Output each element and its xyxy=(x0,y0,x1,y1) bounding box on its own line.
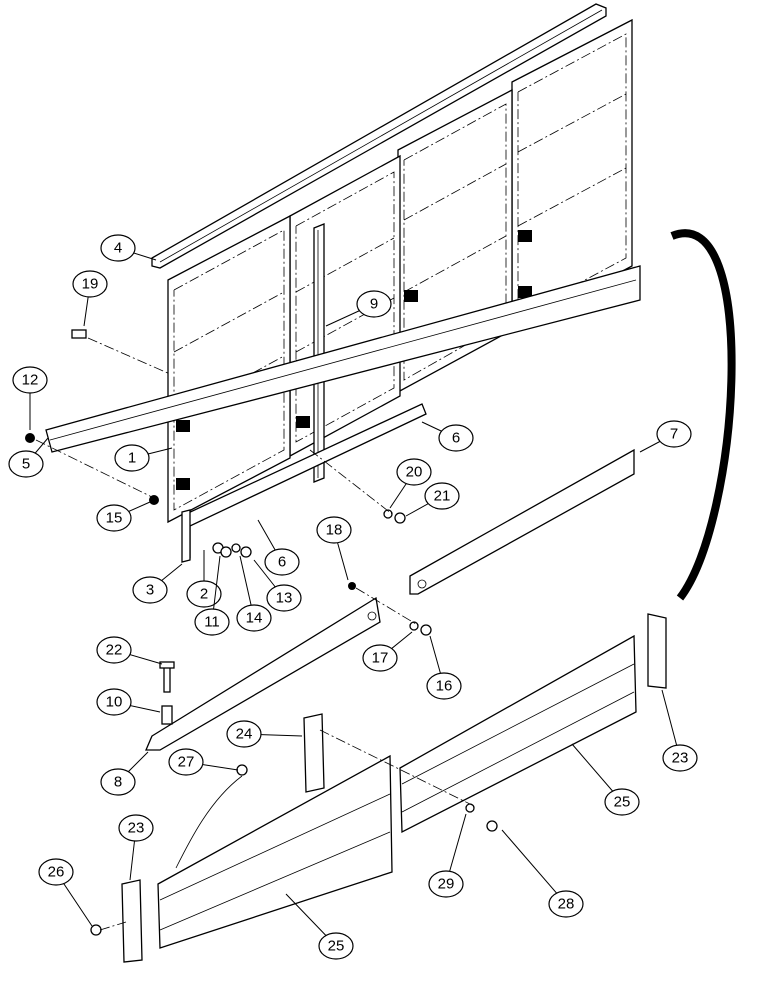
callout-label-24: 24 xyxy=(236,726,253,743)
callout-bubble-5 xyxy=(8,450,44,478)
callout-bubble-18 xyxy=(316,516,352,544)
callout-label-6: 6 xyxy=(278,554,286,571)
callout-label-26: 26 xyxy=(48,864,65,881)
callout-bubble-14 xyxy=(236,604,272,632)
spacer-and-bolt xyxy=(159,661,175,725)
callout-label-15: 15 xyxy=(106,510,123,527)
callout-bubble-15 xyxy=(96,504,132,532)
callout-leader-28 xyxy=(501,829,567,905)
end-plate-left xyxy=(121,879,143,963)
callout-label-18: 18 xyxy=(326,522,343,539)
callout-label-4: 4 xyxy=(114,240,122,257)
callout-label-2: 2 xyxy=(200,586,208,603)
callout-bubble-10 xyxy=(96,688,132,716)
callout-label-17: 17 xyxy=(372,650,389,667)
callout-bubble-6 xyxy=(264,548,300,576)
callout-label-21: 21 xyxy=(434,488,451,505)
hardware xyxy=(25,329,498,936)
callout-bubble-4 xyxy=(100,234,136,262)
callout-bubble-7 xyxy=(656,420,692,448)
callout-bubble-23 xyxy=(662,744,698,772)
callout-label-10: 10 xyxy=(106,694,123,711)
callout-label-20: 20 xyxy=(406,464,423,481)
callout-bubble-1 xyxy=(114,444,150,472)
lower-strip-8 xyxy=(145,596,381,751)
callout-bubble-16 xyxy=(426,672,462,700)
callout-bubble-28 xyxy=(548,890,584,918)
callout-bubble-17 xyxy=(362,644,398,672)
callout-bubble-20 xyxy=(396,458,432,486)
callout-bubble-11 xyxy=(194,608,230,636)
callout-label-9: 9 xyxy=(370,296,378,313)
callout-bubble-8 xyxy=(100,768,136,796)
callout-bubble-22 xyxy=(96,636,132,664)
callout-bubble-13 xyxy=(266,584,302,612)
callout-label-25: 25 xyxy=(614,794,631,811)
callout-label-22: 22 xyxy=(106,642,123,659)
curved-deflector xyxy=(670,229,736,601)
callout-bubble-25 xyxy=(318,932,354,960)
callout-label-1: 1 xyxy=(128,450,136,467)
callout-bubble-19 xyxy=(72,270,108,298)
callout-bubble-12 xyxy=(12,366,48,394)
bracket-24 xyxy=(303,713,325,793)
callout-label-27: 27 xyxy=(178,754,195,771)
callout-label-29: 29 xyxy=(438,876,455,893)
callout-label-23: 23 xyxy=(672,750,689,767)
callout-bubble-29 xyxy=(428,870,464,898)
callout-bubble-9 xyxy=(356,290,392,318)
side-strip-7 xyxy=(409,448,635,595)
callout-label-23: 23 xyxy=(128,820,145,837)
callout-label-12: 12 xyxy=(22,372,39,389)
callout-bubble-24 xyxy=(226,720,262,748)
callout-label-3: 3 xyxy=(146,582,154,599)
callout-bubble-25 xyxy=(604,788,640,816)
alignment-lines xyxy=(35,337,475,931)
lower-angle-bar xyxy=(45,265,641,453)
callout-label-28: 28 xyxy=(558,896,575,913)
callout-bubble-27 xyxy=(168,748,204,776)
callout-bubble-21 xyxy=(424,482,460,510)
callout-bubble-26 xyxy=(38,858,74,886)
end-plate-right xyxy=(647,613,667,689)
callout-label-5: 5 xyxy=(22,456,30,473)
callout-label-13: 13 xyxy=(276,590,293,607)
bottom-channel xyxy=(181,403,427,563)
callout-label-7: 7 xyxy=(670,426,678,443)
side-rail-right xyxy=(399,634,637,834)
callout-bubble-2 xyxy=(186,580,222,608)
callout-label-8: 8 xyxy=(114,774,122,791)
callout-label-19: 19 xyxy=(82,276,99,293)
callout-bubble-3 xyxy=(132,576,168,604)
callout-bubble-23 xyxy=(118,814,154,842)
side-rail-left xyxy=(157,754,393,949)
callout-label-16: 16 xyxy=(436,678,453,695)
callout-label-25: 25 xyxy=(328,938,345,955)
vertical-post xyxy=(313,223,325,483)
callout-bubble-6 xyxy=(438,424,474,452)
callout-label-11: 11 xyxy=(204,614,220,631)
top-rail xyxy=(151,3,607,269)
callout-label-14: 14 xyxy=(246,610,263,627)
callout-label-6: 6 xyxy=(452,430,460,447)
